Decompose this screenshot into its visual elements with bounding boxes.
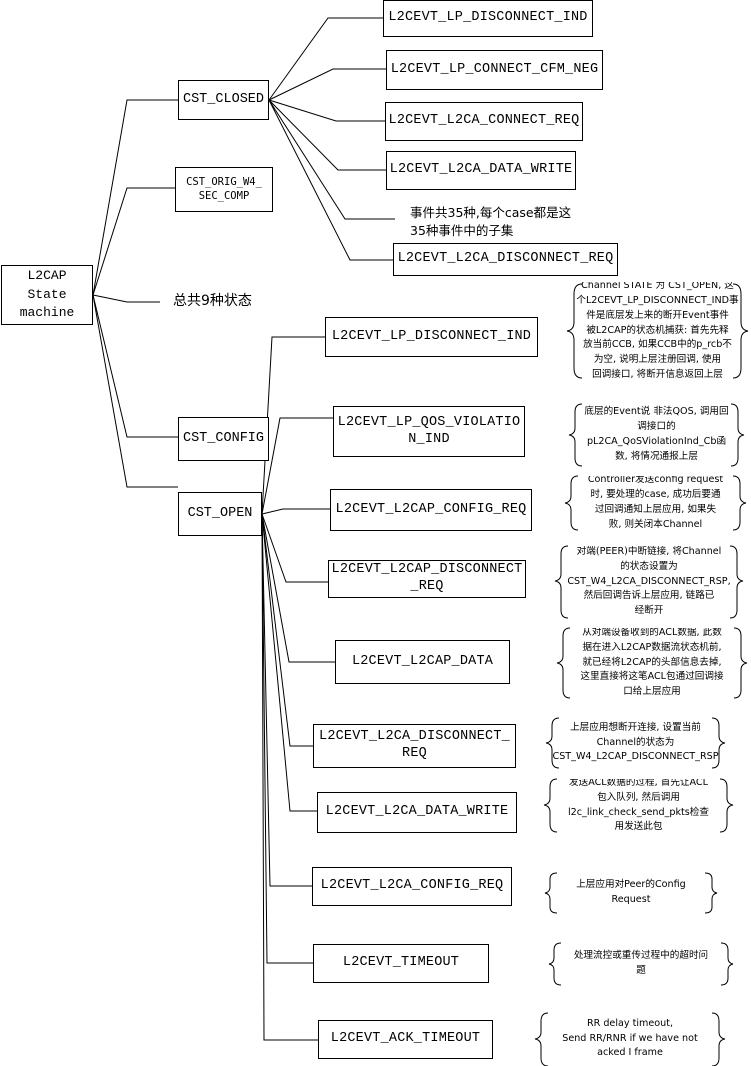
edge-open-ev8 <box>261 513 312 887</box>
brace-note-6 <box>545 717 560 769</box>
edge-closed-ev1 <box>268 17 383 101</box>
open-event-l2cap-config-req: L2CEVT_L2CAP_CONFIG_REQ <box>330 489 532 531</box>
edge-open-ev7 <box>261 513 317 812</box>
edge-root-total <box>92 294 160 303</box>
edge-open-ev9 <box>261 513 313 964</box>
open-note-l2cap-config-req: Controller发送config request 时, 要处理的case, … <box>587 476 724 530</box>
open-event-l2ca-data-write: L2CEVT_L2CA_DATA_WRITE <box>317 792 517 833</box>
brace-note-1-right <box>732 283 749 379</box>
edge-closed-note <box>268 99 395 220</box>
brace-note-10-right <box>711 1012 726 1066</box>
edge-root-orig <box>92 187 175 296</box>
edge-root-config <box>92 294 178 438</box>
brace-note-10 <box>534 1012 549 1066</box>
open-event-l2cap-disconnect-req: L2CEVT_L2CAP_DISCONNECT _REQ <box>328 560 526 598</box>
open-event-ack-timeout: L2CEVT_ACK_TIMEOUT <box>318 1020 493 1059</box>
open-note-l2ca-data-write: 发送ACL数据的过程, 首先让ACL 包入队列, 然后调用 l2c_link_c… <box>568 779 709 832</box>
brace-note-9 <box>548 942 562 986</box>
edge-root-open <box>92 294 178 488</box>
open-note-l2cap-disconnect-req: 对端(PEER)中断链接, 将Channel 的状态设置为 CST_W4_L2C… <box>567 546 731 617</box>
brace-note-7 <box>543 778 558 833</box>
open-note-timeout: 处理流控或重传过程中的超时问 题 <box>573 950 709 976</box>
root-node: L2CAP State machine <box>1 265 93 325</box>
edge-open-ev4 <box>261 513 328 583</box>
state-cst-orig-w4-sec-comp: CST_ORIG_W4_ SEC_COMP <box>175 167 273 212</box>
brace-note-4-right <box>729 545 744 619</box>
closed-events-note: 事件共35种,每个case都是这 35种事件中的子集 <box>410 205 572 238</box>
edge-open-ev2 <box>261 417 333 515</box>
closed-event-lp-connect-cfm-neg: L2CEVT_LP_CONNECT_CFM_NEG <box>386 50 603 90</box>
open-event-l2ca-disconnect-req: L2CEVT_L2CA_DISCONNECT_ REQ <box>313 724 516 768</box>
brace-note-2 <box>568 403 583 467</box>
closed-event-l2ca-connect-req: L2CEVT_L2CA_CONNECT_REQ <box>385 102 583 141</box>
state-cst-open: CST_OPEN <box>178 492 262 536</box>
total-states-label: 总共9种状态 <box>173 293 252 309</box>
state-cst-closed: CST_CLOSED <box>178 80 269 120</box>
open-event-l2ca-config-req: L2CEVT_L2CA_CONFIG_REQ <box>312 867 512 906</box>
open-note-lp-disconnect-ind: Channel STATE 为 CST_OPEN, 这 个L2CEVT_LP_D… <box>576 282 739 380</box>
edge-open-ev10 <box>261 513 318 1041</box>
brace-note-6-right <box>711 717 726 769</box>
open-note-l2cap-data: 从对端设备收到的ACL数据, 此数 据在进入L2CAP数据流状态机前, 就已经将… <box>580 628 724 698</box>
open-event-lp-qos-violation-ind: L2CEVT_LP_QOS_VIOLATIO N_IND <box>333 406 525 457</box>
open-event-timeout: L2CEVT_TIMEOUT <box>313 944 489 983</box>
brace-note-5 <box>556 627 571 699</box>
open-note-ack-timeout: RR delay timeout, Send RR/RNR if we have… <box>562 1017 698 1059</box>
edge-open-ev3 <box>261 508 330 515</box>
edge-closed-ev3 <box>268 99 385 122</box>
brace-note-2-right <box>730 403 745 467</box>
edge-open-ev6 <box>261 513 313 747</box>
brace-note-8-right <box>704 872 718 914</box>
brace-note-8 <box>544 872 558 914</box>
open-event-lp-disconnect-ind: L2CEVT_LP_DISCONNECT_IND <box>325 317 538 357</box>
edge-root-closed <box>92 99 178 296</box>
edge-closed-ev5 <box>268 99 393 261</box>
edge-closed-ev4 <box>268 99 386 171</box>
brace-note-3 <box>564 475 579 531</box>
edge-open-ev1 <box>261 336 325 515</box>
open-note-lp-qos-violation-ind: 底层的Event说 非法QOS, 调用回 调接口的 pL2CA_QoSViola… <box>584 406 729 462</box>
closed-event-lp-disconnect-ind: L2CEVT_LP_DISCONNECT_IND <box>383 0 593 37</box>
edge-open-ev5 <box>261 513 335 663</box>
brace-note-3-right <box>732 475 747 531</box>
brace-note-7-right <box>719 778 734 833</box>
closed-event-l2ca-disconnect-req: L2CEVT_L2CA_DISCONNECT_REQ <box>393 243 618 276</box>
brace-note-1 <box>566 283 583 379</box>
edge-closed-ev2 <box>268 68 386 101</box>
open-note-l2ca-config-req: 上层应用对Peer的Config Request <box>576 879 686 905</box>
open-note-l2ca-disconnect-req: 上层应用想断开连接, 设置当前 Channel的状态为 CST_W4_L2CAP… <box>552 721 719 763</box>
brace-note-9-right <box>720 942 734 986</box>
state-cst-config: CST_CONFIG <box>178 417 269 461</box>
brace-note-5-right <box>733 627 748 699</box>
open-event-l2cap-data: L2CEVT_L2CAP_DATA <box>335 640 510 684</box>
brace-note-4 <box>554 545 569 619</box>
closed-event-l2ca-data-write: L2CEVT_L2CA_DATA_WRITE <box>386 151 576 190</box>
